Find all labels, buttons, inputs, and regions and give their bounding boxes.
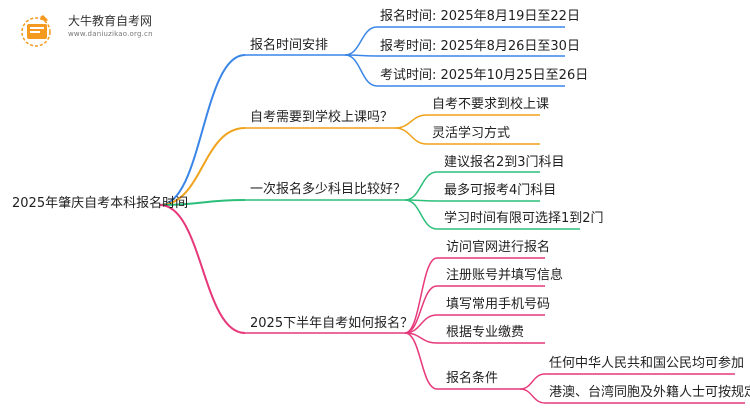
node-flexible: 灵活学习方式 bbox=[432, 126, 511, 141]
node-limited: 学习时间有限可选择1到2门 bbox=[444, 211, 604, 226]
node-no-class: 自考不要求到校上课 bbox=[432, 97, 550, 112]
child-connector bbox=[344, 26, 378, 56]
child-connector bbox=[404, 199, 438, 230]
branch-class: 自考需要到学校上课吗？ bbox=[250, 110, 394, 125]
logo bbox=[16, 11, 60, 47]
grandchild-connector bbox=[519, 388, 546, 404]
child-connector bbox=[404, 285, 438, 334]
branch-connector bbox=[159, 54, 246, 206]
branch-connector bbox=[159, 199, 246, 206]
child-connector bbox=[394, 127, 428, 145]
child-connector bbox=[344, 54, 378, 87]
node-signup-time: 报名时间: 2025年8月19日至22日 bbox=[380, 9, 580, 24]
grandchild-connector bbox=[519, 373, 546, 390]
brand-url: www.daniuzikao.org.cn bbox=[68, 30, 153, 38]
node-hkmo: 港澳、台湾同胞及外籍人士可按规定参加 bbox=[549, 385, 750, 400]
node-suggest: 建议报名2到3门科目 bbox=[444, 155, 565, 170]
child-connector bbox=[404, 332, 438, 390]
node-citizens: 任何中华人民共和国公民均可参加 bbox=[549, 356, 745, 371]
node-pay: 根据专业缴费 bbox=[446, 325, 525, 340]
child-connector bbox=[404, 314, 438, 334]
branch-howto: 2025下半年自考如何报名？ bbox=[250, 316, 414, 331]
root-topic: 2025年肇庆自考本科报名时间 bbox=[12, 196, 189, 211]
child-connector bbox=[404, 171, 438, 201]
node-visit: 访问官网进行报名 bbox=[446, 240, 551, 255]
node-conditions: 报名条件 bbox=[446, 371, 499, 386]
node-exam-time: 考试时间: 2025年10月25日至26日 bbox=[380, 68, 589, 83]
brand-name: 大牛教育自考网 bbox=[68, 14, 153, 28]
node-register-time: 报考时间: 2025年8月26日至30日 bbox=[380, 39, 580, 54]
branch-schedule: 报名时间安排 bbox=[250, 38, 329, 53]
node-account: 注册账号并填写信息 bbox=[446, 268, 564, 283]
child-connector bbox=[394, 114, 428, 129]
branch-subjects: 一次报名多少科目比较好？ bbox=[250, 182, 407, 197]
branch-connector bbox=[159, 127, 246, 206]
node-max: 最多可报考4门科目 bbox=[444, 183, 557, 198]
child-connector bbox=[404, 257, 438, 334]
node-phone: 填写常用手机号码 bbox=[446, 297, 551, 312]
branch-connector bbox=[159, 204, 246, 334]
